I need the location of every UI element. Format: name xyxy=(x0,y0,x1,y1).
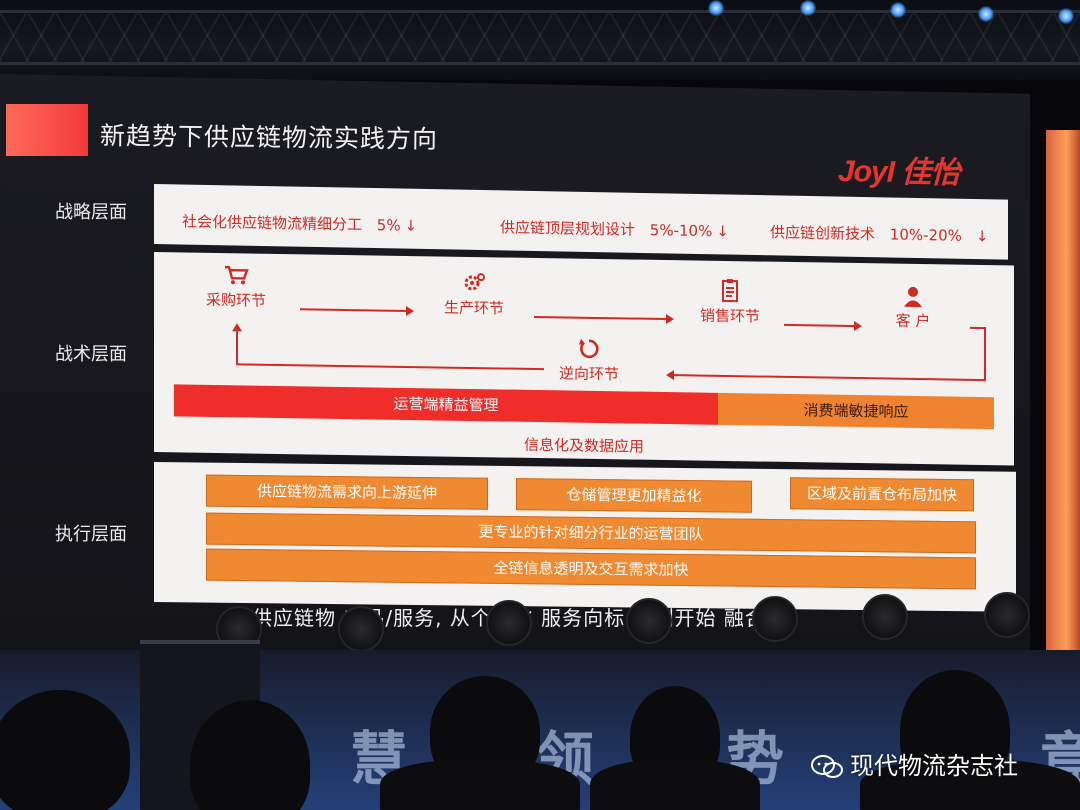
execution-item: 供应链物流需求向上游延伸 xyxy=(206,474,488,510)
execution-item: 全链信息透明及交互需求加快 xyxy=(206,548,976,590)
node-sales: 销售环节 xyxy=(690,278,770,326)
audience-head xyxy=(190,700,310,810)
agile-response-bar: 消费端敏捷响应 xyxy=(718,392,994,430)
wechat-icon xyxy=(811,755,843,778)
stage-spotlight xyxy=(800,0,816,16)
execution-item: 更专业的针对细分行业的运营团队 xyxy=(206,512,976,554)
arrow-left-icon xyxy=(666,370,674,381)
stage-lamp xyxy=(626,598,672,644)
stage-spotlight xyxy=(978,6,994,22)
level-label-strategic: 战略层面 xyxy=(55,202,127,223)
strategic-item-value: 10%-20% xyxy=(889,225,962,245)
title-accent-block xyxy=(6,104,88,156)
stage-lamp xyxy=(984,592,1030,638)
audience-body xyxy=(860,760,1080,810)
node-procurement: 采购环节 xyxy=(196,263,276,311)
stage-lamp xyxy=(752,596,798,642)
down-arrow-icon: ↓ xyxy=(975,227,989,246)
lighting-truss xyxy=(0,10,1080,65)
flow-arrow xyxy=(300,308,412,313)
flow-connector xyxy=(238,363,544,371)
tactical-panel: 采购环节 生产环节 销售环节 客 户 xyxy=(154,252,1014,466)
stage-spotlight xyxy=(708,0,724,16)
person-icon xyxy=(904,286,922,308)
clipboard-icon xyxy=(722,279,738,303)
audience-body xyxy=(590,760,760,810)
execution-item: 仓储管理更加精益化 xyxy=(516,478,752,513)
strategic-item: 供应链创新技术 10%-20% ↓ xyxy=(770,221,988,246)
level-label-execution: 执行层面 xyxy=(55,524,127,545)
strategic-item-value: 5% xyxy=(376,216,401,235)
flow-arrow xyxy=(784,323,860,328)
down-arrow-icon: ↓ xyxy=(404,216,418,235)
strategic-item: 供应链顶层规划设计 5%-10%↓ xyxy=(500,216,729,241)
watermark: 现代物流杂志社 xyxy=(810,746,1018,781)
strategic-item: 社会化供应链物流精细分工 5%↓ xyxy=(182,211,417,236)
node-production: 生产环节 xyxy=(432,270,516,318)
side-screen-right xyxy=(1046,130,1080,650)
stage-spotlight xyxy=(1058,8,1074,24)
stage-spotlight xyxy=(890,2,906,18)
audience-head xyxy=(0,690,130,810)
node-customer: 客 户 xyxy=(870,283,956,331)
watermark-text: 现代物流杂志社 xyxy=(850,752,1018,780)
node-label: 采购环节 xyxy=(205,290,266,310)
company-logo: JoyI 佳怡 xyxy=(837,155,960,190)
flow-connector xyxy=(674,374,986,382)
strategic-item-label: 供应链创新技术 xyxy=(770,223,876,244)
slide-title: 新趋势下供应链物流实践方向 xyxy=(99,121,439,154)
strategic-item-value: 5%-10% xyxy=(649,221,713,241)
execution-item: 区域及前置仓布局加快 xyxy=(790,477,974,512)
execution-panel: 供应链物流需求向上游延伸 仓储管理更加精益化 区域及前置仓布局加快 更专业的针对… xyxy=(154,462,1016,612)
gear-icon xyxy=(464,273,485,291)
node-label: 逆向环节 xyxy=(558,364,619,384)
arrow-up-icon xyxy=(232,323,242,332)
flow-connector xyxy=(236,331,238,366)
strategic-item-label: 社会化供应链物流精细分工 xyxy=(182,212,363,234)
node-label: 销售环节 xyxy=(699,306,760,326)
lean-ops-bar: 运营端精益管理 xyxy=(174,384,718,425)
refresh-icon xyxy=(579,338,599,359)
audience-body xyxy=(380,760,580,810)
node-label: 生产环节 xyxy=(443,298,504,318)
flow-connector xyxy=(984,327,986,382)
strategic-item-label: 供应链顶层规划设计 xyxy=(500,218,636,239)
node-label: 客 户 xyxy=(895,311,931,331)
flow-arrow xyxy=(534,315,672,321)
stage-lamp xyxy=(486,600,532,646)
stage-lamp xyxy=(338,606,384,652)
node-reverse: 逆向环节 xyxy=(546,336,632,384)
shopping-cart-icon xyxy=(225,265,249,285)
down-arrow-icon: ↓ xyxy=(716,222,729,241)
level-label-tactical: 战术层面 xyxy=(55,344,127,365)
stage-lamp xyxy=(862,594,908,640)
